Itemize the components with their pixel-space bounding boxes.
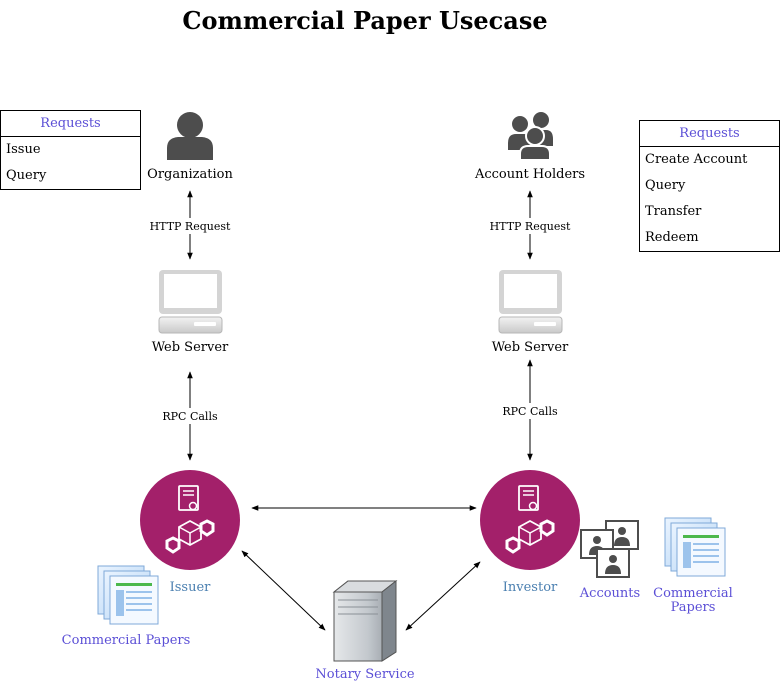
accounts-label: Accounts bbox=[579, 586, 640, 601]
requests-right-item-redeem: Redeem bbox=[645, 230, 699, 245]
rpc-label-left: RPC Calls bbox=[162, 410, 218, 423]
account-holders-label: Account Holders bbox=[474, 167, 585, 182]
person-icon bbox=[167, 112, 213, 160]
requests-right-item-create-account: Create Account bbox=[645, 152, 748, 167]
group-icon bbox=[508, 112, 553, 161]
commercial-papers-right-label-line1: Commercial bbox=[653, 586, 733, 601]
investor-label: Investor bbox=[503, 580, 558, 595]
issuer-label: Issuer bbox=[170, 580, 212, 595]
diagram-title: Commercial Paper Usecase bbox=[182, 6, 547, 35]
requests-left-item-query: Query bbox=[6, 168, 47, 183]
requests-right-header: Requests bbox=[640, 121, 779, 147]
requests-right-item-transfer: Transfer bbox=[645, 204, 702, 219]
requests-left-header: Requests bbox=[1, 111, 140, 137]
investor-notary-edge bbox=[405, 561, 481, 631]
server-tower-icon bbox=[332, 579, 398, 662]
certificate-cube-icon bbox=[480, 470, 580, 570]
rpc-label-right: RPC Calls bbox=[502, 405, 558, 418]
issuer-notary-edge bbox=[241, 550, 326, 631]
requests-box-left: Requests Issue Query bbox=[0, 110, 141, 190]
certificate-cube-icon bbox=[140, 470, 240, 570]
contacts-icon bbox=[580, 520, 639, 578]
commercial-papers-left-label: Commercial Papers bbox=[62, 633, 191, 648]
notary-label: Notary Service bbox=[315, 667, 414, 682]
commercial-papers-right-label-line2: Papers bbox=[671, 600, 716, 615]
requests-left-item-issue: Issue bbox=[6, 142, 41, 157]
computer-icon bbox=[158, 270, 223, 334]
computer-icon bbox=[498, 270, 563, 334]
documents-icon bbox=[664, 517, 726, 577]
web-server-right-label: Web Server bbox=[492, 340, 569, 355]
requests-box-right: Requests Create Account Query Transfer R… bbox=[639, 120, 780, 252]
requests-right-item-query: Query bbox=[645, 178, 686, 193]
web-server-left-label: Web Server bbox=[152, 340, 229, 355]
organization-label: Organization bbox=[147, 167, 233, 182]
http-label-right: HTTP Request bbox=[490, 220, 571, 233]
documents-icon bbox=[97, 565, 159, 625]
http-label-left: HTTP Request bbox=[150, 220, 231, 233]
